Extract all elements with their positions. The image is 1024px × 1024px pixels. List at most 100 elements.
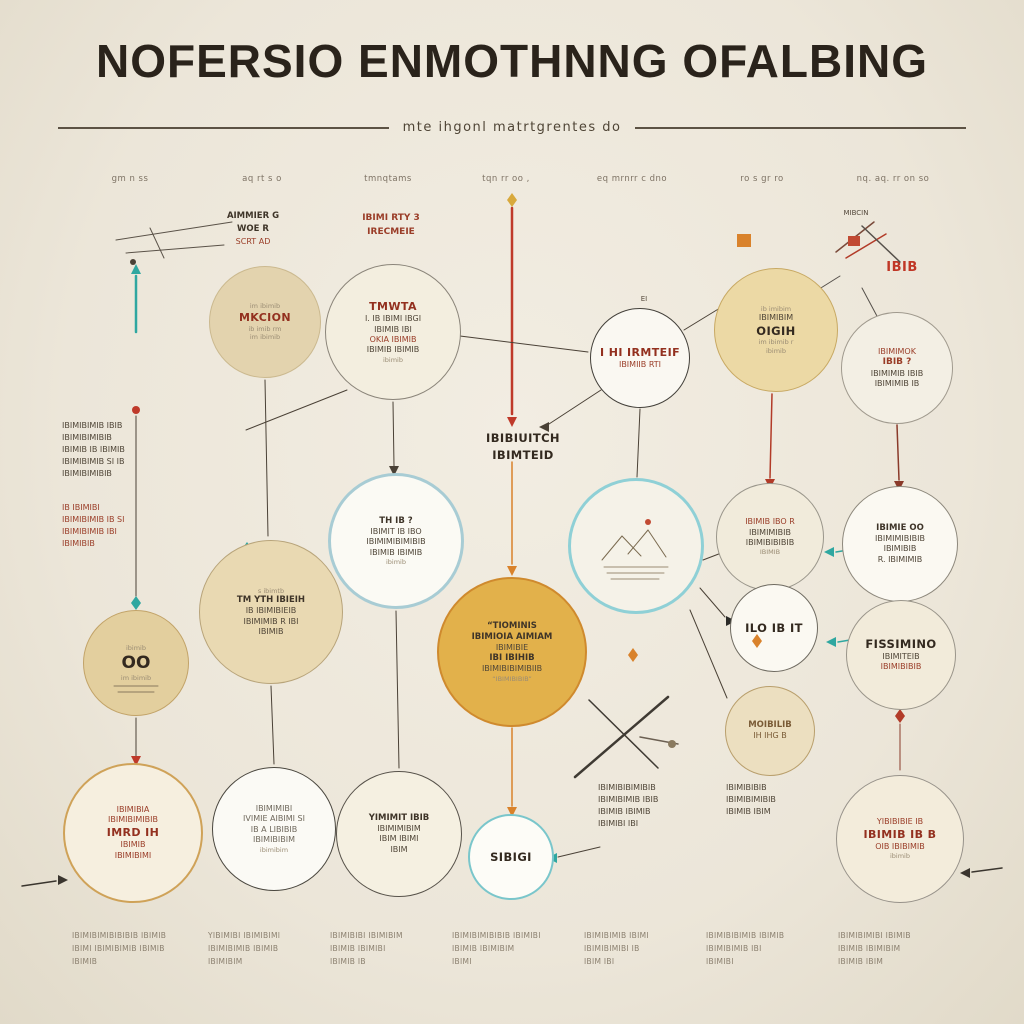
footer-line: IBIMIBIBI IBIMIBIM [330, 931, 403, 940]
label-line: “IBIMIBIBIB” [492, 674, 532, 683]
label-line: TM YTH IBIEIH [236, 595, 306, 606]
label-line: im ibimib [249, 333, 281, 342]
footer-line: IBIMIB IB [330, 956, 366, 966]
poster-subtitle: mte ihgonl matrtgrentes do [402, 120, 622, 135]
connector-line [21, 880, 57, 887]
label-line: IVIMIE AIBIMI SI [243, 814, 305, 824]
label-line: IBIMIBIMIBIB [108, 815, 158, 825]
footer-column-3: IBIMIBIBI IBIMIBIM IBIMIB IBIMIBI IBIMIB I… [330, 930, 403, 968]
label-line: IRECMEIE [367, 226, 415, 237]
label-line: IBIMIB IBIM [726, 807, 771, 816]
label-line: IBIMIMIB R IBI [243, 616, 299, 626]
connector-line [264, 379, 269, 537]
column-label-4: tqn rr oo , [482, 174, 530, 184]
label-line: IBIMTEID [492, 448, 554, 463]
label-line: IH IHG B [753, 731, 787, 741]
label-line: IBIMIT IB IBO [370, 526, 422, 536]
divider-line-left [58, 126, 389, 129]
arrowhead-icon [389, 466, 399, 476]
connector-line [459, 335, 589, 353]
label-line: OIB IBIBIMIB [875, 841, 925, 851]
column-label-6: ro s gr ro [740, 174, 784, 184]
diamond-marker-icon [131, 596, 141, 610]
footer-line: IBIMIB IBIM [838, 956, 884, 966]
footer-line: IBIM IBI [584, 956, 615, 966]
label-line: IBIMIB [120, 840, 146, 850]
label-line: MIBCIN [843, 209, 869, 217]
footer-line: IBIMIB IBIMIBIM [838, 943, 901, 953]
arrowhead-icon [58, 875, 68, 885]
label-line: IBIMIMIBI [255, 804, 293, 813]
divider-line-right [635, 126, 967, 129]
footer-line: IBIMIBIMIB IBI [706, 943, 762, 953]
footer-line: IBIMIBIMIB IBIMIB [208, 943, 279, 953]
label-line: YIMIMIT IBIB [368, 812, 430, 823]
label-line: IBIMIBIMIB IBIB [598, 795, 659, 804]
footer-line: IBIMIBIMIB IBIMI [584, 931, 649, 940]
label-line: IBIMIBIA [116, 805, 150, 815]
label-line: I HI IRMTEIF [600, 345, 680, 359]
connector-line [636, 408, 641, 478]
label-line: IBIMIMIBIBIB [875, 533, 925, 543]
label-line: IBIMIB IB B [863, 827, 937, 841]
label-line: IBIMIE OO [876, 522, 924, 533]
label-line: I. IB IBIMI IBGI [364, 314, 422, 324]
label-line: IBIM [390, 844, 408, 854]
label-line: ibimib [125, 643, 146, 652]
label-line: IMRD IH [106, 825, 160, 839]
label-line: IBIMIMIBIB [748, 527, 792, 537]
text-block-ibib-red: IBIB [886, 258, 918, 278]
label-line: IBIMIBIMIB SI IB [62, 457, 125, 466]
label-line: IBIMIB IBIMIB [369, 547, 423, 557]
label-line: IBIMIBIMIBIB [62, 433, 112, 442]
label-line: IBIMIBIB [883, 544, 917, 554]
node-sibigi: SIBIGI [468, 814, 554, 900]
node-label: SIBIGI [490, 850, 532, 865]
connector-line [971, 867, 1003, 873]
subtitle-divider: mte ihgonl matrtgrentes do [58, 120, 967, 135]
connector-line [395, 610, 400, 769]
label-line: SIBIGI [490, 849, 532, 864]
footer-line: IBIMIB IBIMIBIM [452, 943, 515, 953]
footer-line: IBIMIBIMIBIBIB IBIMIBI [452, 931, 541, 940]
label-line: IBIMIB IBIMIB [366, 345, 420, 355]
label-line: YIBIBIBIE IB [876, 817, 924, 827]
arrowhead-icon [960, 868, 970, 878]
label-line: IBIMIMIBIMIBIB [366, 537, 426, 547]
label-line: ILO IB IT [745, 620, 803, 635]
footer-line: IBIMIB IBIMIBI [330, 943, 386, 953]
label-line: im ibimib [249, 302, 281, 311]
connector-line [392, 401, 395, 467]
label-line: WOE R [237, 223, 269, 234]
footer-line: YIBIMIBI IBIMIBIMI [208, 931, 281, 940]
label-line: IBIMI RTY 3 [362, 213, 420, 223]
label-line: IBIMITEIB [882, 652, 920, 662]
label-line: IBIMIOIA AIMIAM [471, 631, 553, 642]
label-line: IBIMIBIMIB IB SI [62, 515, 125, 524]
arrowhead-icon [826, 637, 836, 647]
label-line: IBI IBIHIB [489, 653, 535, 664]
label-line: IBIMIBI IBI [598, 819, 639, 828]
label-line: IBIBIUITCH [486, 431, 560, 445]
